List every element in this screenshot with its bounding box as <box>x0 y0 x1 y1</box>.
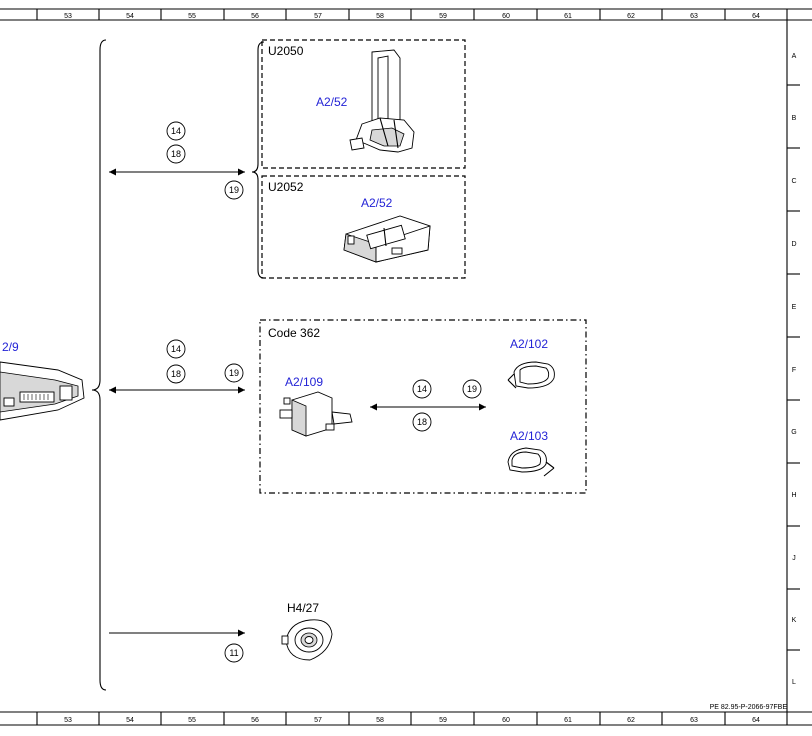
col-label-57-bottom: 57 <box>314 717 322 724</box>
sheet-frame <box>0 8 812 726</box>
col-label-55: 55 <box>188 13 196 20</box>
col-label-61: 61 <box>564 13 572 20</box>
row-dividers <box>787 84 800 651</box>
col-label-60: 60 <box>502 13 510 20</box>
document-reference: PE 82.95-P-2066-97FBE <box>710 704 788 711</box>
callout-circle <box>166 144 186 164</box>
right-mirror-icon <box>507 447 555 477</box>
col-label-62: 62 <box>627 13 635 20</box>
row-label-g: G <box>791 429 796 436</box>
row-label-h: H <box>791 492 796 499</box>
col-label-64: 64 <box>752 13 760 20</box>
a2-103-label: A2/103 <box>510 429 548 443</box>
callout-circle <box>224 363 244 383</box>
column-dividers <box>36 9 788 725</box>
speaker-icon <box>281 619 333 661</box>
row-label-l: L <box>792 679 796 686</box>
col-label-55-bottom: 55 <box>188 717 196 724</box>
callout-circle <box>166 339 186 359</box>
col-label-63: 63 <box>690 13 698 20</box>
callout-circle <box>166 364 186 384</box>
u2050-box: U2050 A2/52 <box>261 39 466 169</box>
callout-mid-14: 14 <box>171 344 181 354</box>
main-bracket <box>91 39 107 691</box>
row-label-j: J <box>792 555 796 562</box>
col-label-56-bottom: 56 <box>251 717 259 724</box>
a2-109-module-icon <box>279 391 353 437</box>
callout-circle <box>462 379 482 399</box>
callout-top-18: 18 <box>171 149 181 159</box>
column-labels-bottom: 53 54 55 56 57 58 59 60 61 62 63 64 <box>64 717 760 724</box>
column-labels-top: 53 54 55 56 57 58 59 60 61 62 63 64 <box>64 13 760 20</box>
col-label-54-bottom: 54 <box>126 717 134 724</box>
top-connection: 14 18 19 <box>109 121 245 200</box>
col-label-58: 58 <box>376 13 384 20</box>
left-component-label: 2/9 <box>2 340 19 354</box>
callout-circle <box>412 379 432 399</box>
col-label-57: 57 <box>314 13 322 20</box>
u2052-title: U2052 <box>268 180 304 194</box>
a2-102-label: A2/102 <box>510 337 548 351</box>
callout-top-14: 14 <box>171 126 181 136</box>
bottom-connection: 11 H4/27 <box>109 601 333 663</box>
callout-top-19: 19 <box>229 185 239 195</box>
code-362-title: Code 362 <box>268 326 320 340</box>
row-label-a: A <box>792 53 797 60</box>
callout-circle <box>166 121 186 141</box>
u2050-part-label: A2/52 <box>316 95 348 109</box>
col-label-63-bottom: 63 <box>690 717 698 724</box>
u2050-border <box>261 39 466 169</box>
a2-109-label: A2/109 <box>285 375 323 389</box>
callout-inner-19: 19 <box>467 384 477 394</box>
code-362-border <box>259 319 587 494</box>
callout-bottom-11: 11 <box>229 648 238 658</box>
middle-connection: 14 18 19 <box>109 339 245 394</box>
callout-mid-18: 18 <box>171 369 181 379</box>
col-label-62-bottom: 62 <box>627 717 635 724</box>
u2052-box: U2052 A2/52 <box>261 175 466 279</box>
callout-circle <box>412 412 432 432</box>
row-label-b: B <box>792 115 797 122</box>
row-label-d: D <box>791 241 796 248</box>
small-bracket <box>251 41 265 279</box>
row-label-e: E <box>792 304 797 311</box>
callout-inner-18: 18 <box>417 417 427 427</box>
col-label-59-bottom: 59 <box>439 717 447 724</box>
row-label-f: F <box>792 367 796 374</box>
col-label-64-bottom: 64 <box>752 717 760 724</box>
col-label-56: 56 <box>251 13 259 20</box>
row-labels: A B C D E F G H J K L <box>791 53 796 686</box>
col-label-59: 59 <box>439 13 447 20</box>
col-label-61-bottom: 61 <box>564 717 572 724</box>
callout-inner-14: 14 <box>417 384 427 394</box>
col-label-60-bottom: 60 <box>502 717 510 724</box>
u2052-part-label: A2/52 <box>361 196 393 210</box>
callout-mid-19: 19 <box>229 368 239 378</box>
col-label-53: 53 <box>64 13 72 20</box>
left-control-unit: 2/9 <box>0 340 85 421</box>
code-362-box: Code 362 A2/109 14 19 18 A2/102 A2/103 <box>259 319 587 494</box>
u2050-title: U2050 <box>268 44 304 58</box>
row-label-c: C <box>791 178 796 185</box>
callout-circle <box>224 180 244 200</box>
row-label-k: K <box>792 617 797 624</box>
col-label-58-bottom: 58 <box>376 717 384 724</box>
left-mirror-icon <box>507 361 555 389</box>
callout-circle <box>224 643 244 663</box>
col-label-53-bottom: 53 <box>64 717 72 724</box>
rain-light-sensor-icon <box>349 49 415 153</box>
h4-27-label: H4/27 <box>287 601 319 615</box>
sensor-module-icon <box>343 215 431 263</box>
col-label-54: 54 <box>126 13 134 20</box>
